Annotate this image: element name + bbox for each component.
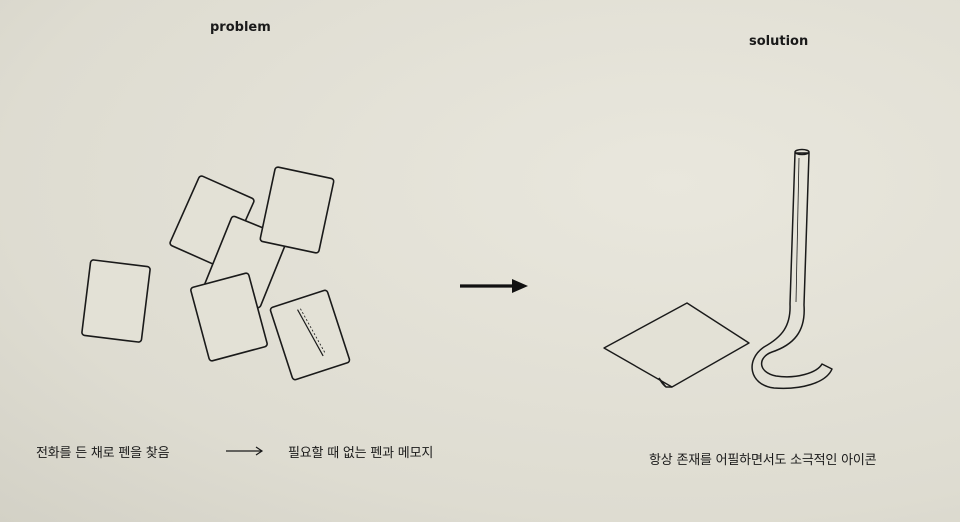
- scattered-memo-cards-icon: [81, 166, 351, 381]
- solution-heading: solution: [749, 34, 809, 49]
- long-arrow-right-icon: [226, 446, 264, 456]
- pen-sketch-icon: [297, 308, 327, 357]
- arrow-right-icon: [460, 279, 528, 293]
- memo-card: [81, 259, 151, 343]
- memo-card: [269, 289, 351, 381]
- memo-card: [259, 166, 335, 254]
- solution-caption: 항상 존재를 어필하면서도 소극적인 아이콘: [649, 453, 877, 468]
- hook-pen-stand-icon: [751, 148, 833, 390]
- memo-card: [190, 272, 268, 362]
- problem-cause-caption: 전화를 든 채로 펜을 찾음: [36, 446, 170, 461]
- problem-result-caption: 필요할 때 없는 펜과 메모지: [288, 446, 434, 461]
- problem-heading: problem: [210, 20, 271, 35]
- memo-pad-icon: [603, 302, 750, 388]
